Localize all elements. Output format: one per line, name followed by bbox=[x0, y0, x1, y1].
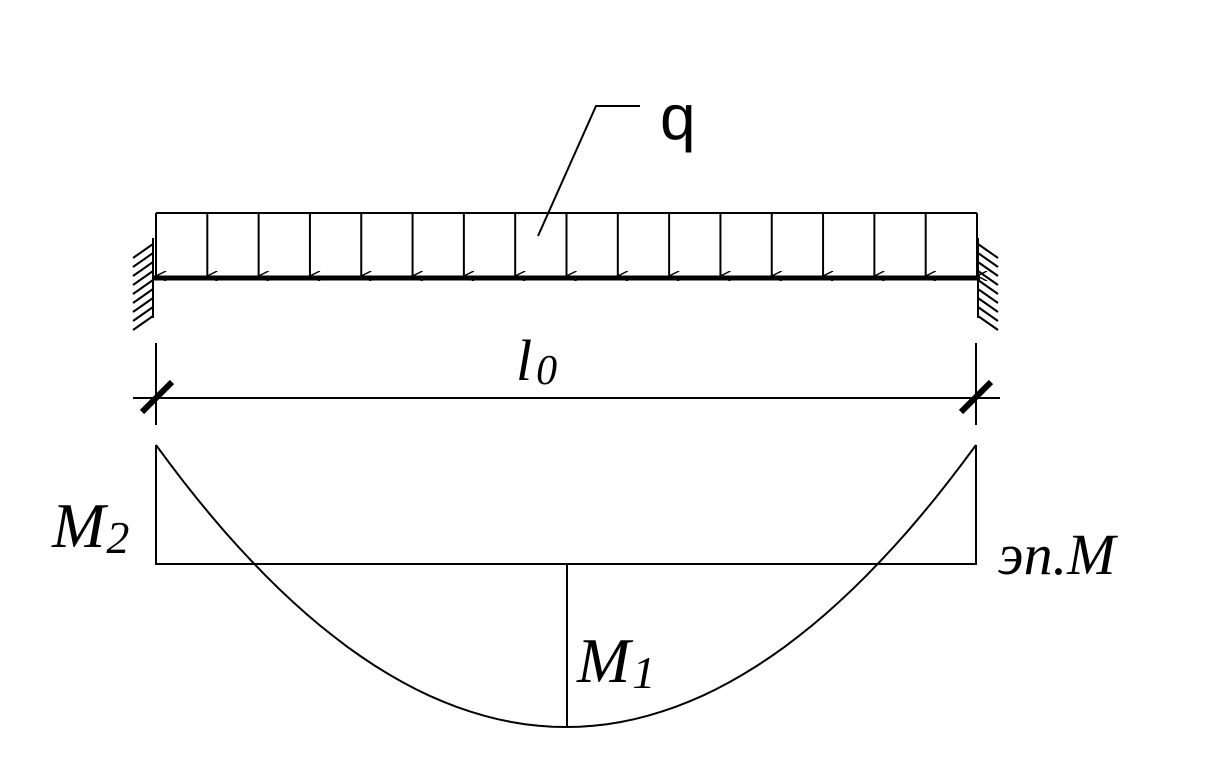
support-hatch-line bbox=[977, 315, 999, 331]
diagram-caption: эп.M bbox=[998, 522, 1118, 587]
support-hatch-line bbox=[132, 297, 154, 313]
support-hatch-line bbox=[132, 261, 154, 277]
support-hatch-line bbox=[132, 315, 154, 331]
support-hatch-line bbox=[132, 306, 154, 322]
dimension-tick-left bbox=[139, 379, 175, 415]
support-hatch-line bbox=[977, 252, 999, 268]
support-hatch-line bbox=[977, 288, 999, 304]
moment-diagram bbox=[155, 444, 977, 729]
support-hatch-line bbox=[977, 243, 999, 259]
support-moment-label: M2 bbox=[51, 490, 129, 563]
distributed-load bbox=[156, 212, 977, 278]
span-label: l0 bbox=[516, 328, 557, 394]
left-fixed-support bbox=[132, 238, 154, 331]
support-hatch-line bbox=[132, 288, 154, 304]
span-dimension bbox=[133, 343, 1000, 425]
load-leader bbox=[537, 105, 640, 237]
span-moment-label: M1 bbox=[576, 625, 655, 698]
right-fixed-support bbox=[977, 238, 999, 331]
load-arrows bbox=[156, 213, 977, 276]
support-hatch-line bbox=[132, 243, 154, 259]
support-hatch-line bbox=[132, 252, 154, 268]
support-hatch-line bbox=[977, 270, 999, 286]
support-hatch-line bbox=[977, 306, 999, 322]
support-hatch-line bbox=[977, 279, 999, 295]
load-label: q bbox=[660, 81, 696, 153]
support-hatch-line bbox=[977, 297, 999, 313]
support-hatch-line bbox=[132, 279, 154, 295]
support-hatch-line bbox=[132, 270, 154, 286]
support-hatch-line bbox=[977, 261, 999, 277]
dimension-tick-right bbox=[958, 379, 994, 415]
